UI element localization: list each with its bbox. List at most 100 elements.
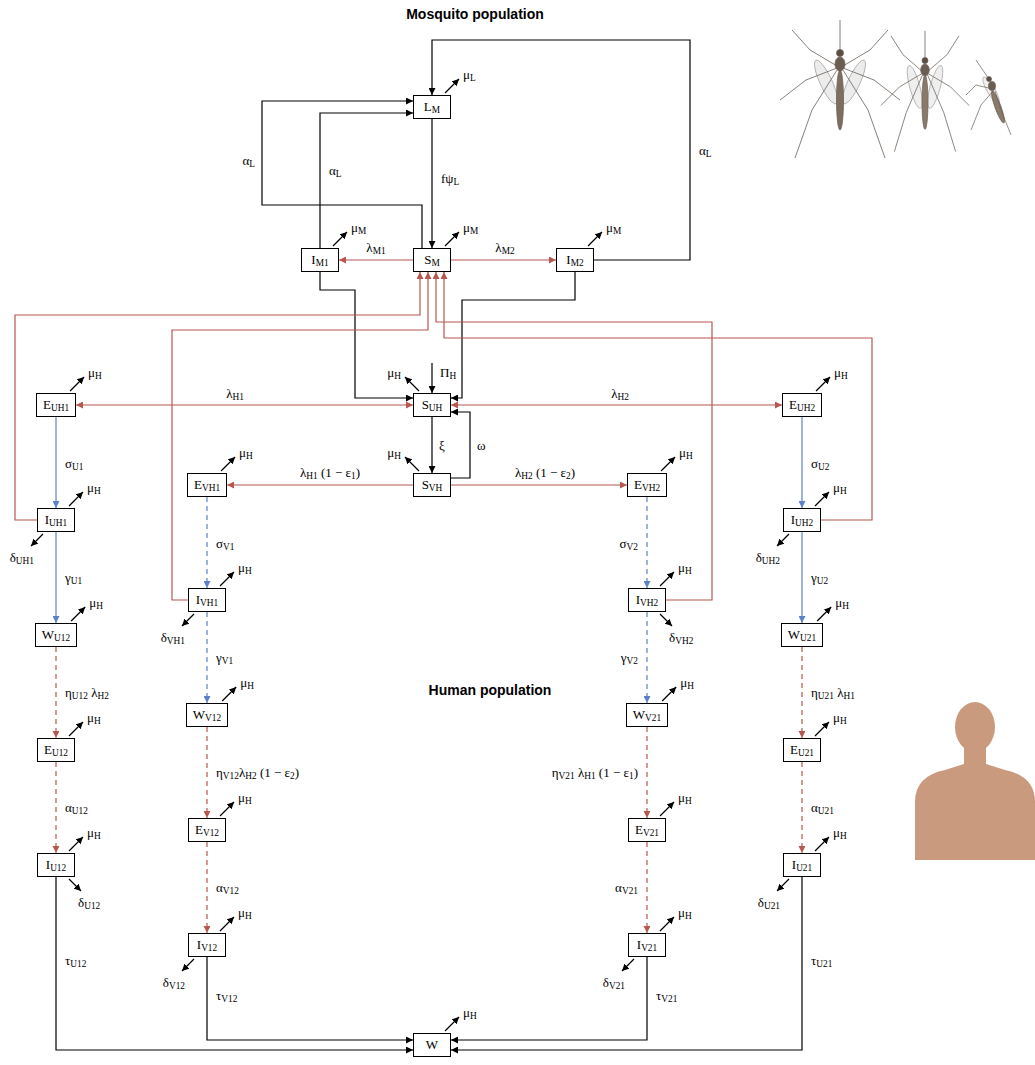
compartment-name: W bbox=[420, 1037, 444, 1053]
flow-arrow bbox=[432, 40, 690, 260]
flow-arrow bbox=[451, 259, 556, 260]
mosquito-drawing bbox=[780, 20, 900, 158]
rate-label: μH bbox=[677, 905, 693, 920]
rate-label: δV12 bbox=[162, 975, 186, 990]
outflow-arrow bbox=[660, 802, 674, 816]
outflow-arrow bbox=[588, 232, 602, 246]
outflow-arrow bbox=[816, 377, 830, 391]
outflow-arrow bbox=[431, 363, 432, 393]
compartment-name: EU21 bbox=[790, 742, 814, 758]
flow-arrow bbox=[15, 272, 420, 520]
flow-arrow bbox=[206, 727, 207, 818]
compartment-name: SUH bbox=[420, 397, 444, 413]
flow-arrow bbox=[431, 417, 432, 473]
compartment-name: EVH2 bbox=[634, 477, 660, 493]
outflow-arrow bbox=[220, 572, 234, 586]
rate-label: σU2 bbox=[810, 456, 830, 471]
compartment-box: LM bbox=[413, 95, 451, 119]
compartment-name: EUH1 bbox=[43, 397, 69, 413]
flow-arrow bbox=[227, 484, 413, 485]
compartment-name: IM2 bbox=[563, 252, 587, 268]
rate-label: αL bbox=[698, 143, 713, 158]
rate-label: αL bbox=[328, 163, 343, 178]
rate-label: λM1 bbox=[365, 240, 386, 255]
rate-label: δUH2 bbox=[755, 550, 781, 565]
compartment-box: IVH1 bbox=[188, 588, 226, 612]
rate-label: μH bbox=[832, 480, 848, 495]
flow-arrow bbox=[451, 404, 782, 405]
compartment-box: EV12 bbox=[188, 818, 226, 842]
compartment-box: IU21 bbox=[783, 853, 821, 877]
rate-label: τV21 bbox=[655, 988, 678, 1003]
compartment-box: WV12 bbox=[186, 703, 228, 727]
outflow-arrow bbox=[69, 492, 83, 506]
outflow-arrow bbox=[815, 722, 829, 736]
rate-label: μH bbox=[88, 595, 104, 610]
rate-label: μH bbox=[87, 365, 103, 380]
section-heading: Mosquito population bbox=[405, 7, 545, 22]
compartment-box: IV21 bbox=[628, 933, 666, 957]
human-silhouette bbox=[915, 702, 1035, 860]
rate-label: τU21 bbox=[810, 953, 833, 968]
rate-label: αU21 bbox=[810, 800, 835, 815]
rate-label: λH1 (1 − ε1) bbox=[299, 465, 361, 480]
compartment-box: WV21 bbox=[626, 703, 668, 727]
compartment-box: EU12 bbox=[37, 738, 75, 762]
rate-label: μH bbox=[832, 825, 848, 840]
outflow-group bbox=[31, 79, 831, 1031]
outflow-arrow bbox=[405, 457, 419, 471]
outflow-arrow bbox=[660, 917, 674, 931]
outflow-arrow bbox=[660, 572, 674, 586]
flow-arrow bbox=[646, 727, 647, 818]
rate-label: ηV12λH2 (1 − ε2) bbox=[215, 765, 300, 780]
rate-label: σV1 bbox=[215, 536, 235, 551]
rate-label: γV1 bbox=[215, 650, 234, 665]
rate-label: μH bbox=[386, 445, 402, 460]
flow-arrow bbox=[320, 272, 413, 398]
compartment-box: EUH2 bbox=[782, 393, 822, 417]
compartment-name: EUH2 bbox=[789, 397, 815, 413]
compartment-name: IVH1 bbox=[195, 592, 219, 608]
rate-label: μM bbox=[350, 220, 367, 235]
rate-label: σU1 bbox=[64, 456, 84, 471]
rate-label: μH bbox=[237, 560, 253, 575]
rate-label: δU21 bbox=[757, 895, 781, 910]
compartment-box: IUH2 bbox=[783, 508, 821, 532]
compartment-box: EU21 bbox=[783, 738, 821, 762]
flow-arrow bbox=[55, 762, 56, 853]
rate-label: δU12 bbox=[77, 895, 101, 910]
rate-label: αV21 bbox=[614, 880, 639, 895]
rate-label: ηU21 λH1 bbox=[810, 685, 856, 700]
flow-arrow bbox=[646, 612, 647, 703]
rate-label: μM bbox=[605, 220, 622, 235]
outflow-arrow bbox=[622, 959, 634, 971]
compartment-box: IV12 bbox=[188, 933, 226, 957]
compartment-name: EV12 bbox=[195, 822, 219, 838]
outflow-arrow bbox=[333, 232, 347, 246]
outflow-arrow bbox=[445, 232, 459, 246]
compartment-name: IUH2 bbox=[790, 512, 814, 528]
mosquito-drawing bbox=[966, 60, 1011, 135]
section-heading: Human population bbox=[428, 683, 553, 698]
outflow-arrow bbox=[445, 1017, 459, 1031]
outflow-arrow bbox=[815, 837, 829, 851]
flow-arrow bbox=[451, 877, 802, 1050]
rate-label: δUH1 bbox=[9, 550, 35, 565]
compartment-name: IV12 bbox=[195, 937, 219, 953]
outflow-arrow bbox=[31, 534, 43, 546]
rate-label: γV2 bbox=[620, 650, 639, 665]
compartment-box: EVH1 bbox=[187, 473, 227, 497]
compartment-name: IM1 bbox=[308, 252, 332, 268]
compartment-box: WU21 bbox=[781, 623, 823, 647]
rate-label: λH2 (1 − ε2) bbox=[514, 465, 576, 480]
flow-arrow bbox=[646, 497, 647, 588]
mosquito-drawing bbox=[881, 31, 969, 152]
rate-label: γU1 bbox=[64, 570, 83, 585]
flow-arrow bbox=[436, 272, 712, 600]
outflow-arrow bbox=[815, 492, 829, 506]
compartment-box: IU12 bbox=[37, 853, 75, 877]
flow-arrow bbox=[206, 612, 207, 703]
rate-label: μH bbox=[833, 365, 849, 380]
rate-label: αL bbox=[241, 153, 256, 168]
